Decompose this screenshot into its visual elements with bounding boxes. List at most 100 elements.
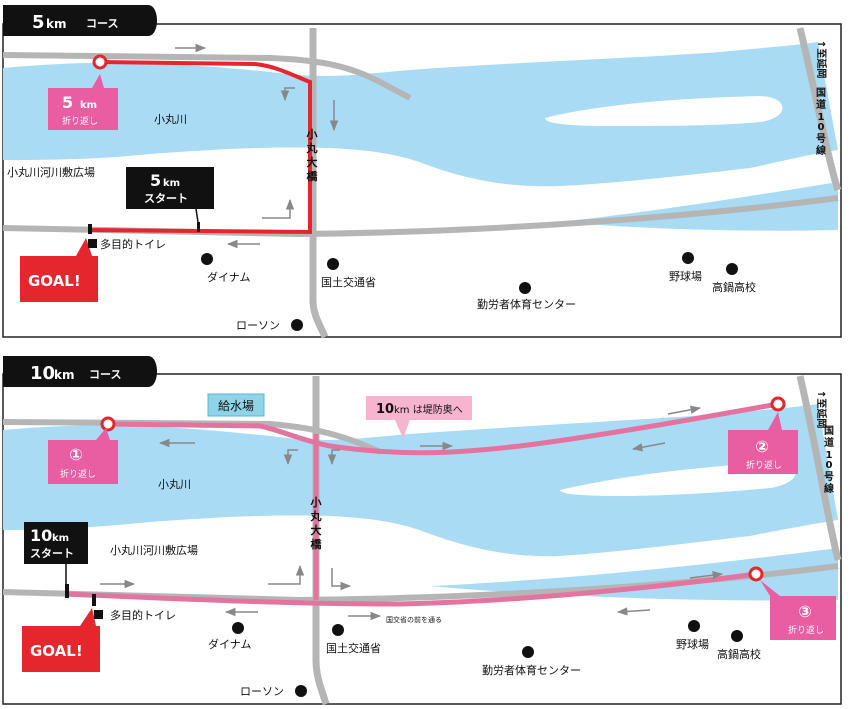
goal-line-5km xyxy=(88,224,92,234)
levee-box-10km xyxy=(366,396,472,420)
river-10km-lower xyxy=(430,548,838,601)
route10-label-10km: 国 道 1 0 号 線 xyxy=(824,425,834,495)
turn2-num-10km: ② xyxy=(755,437,769,456)
turn2-box-10km xyxy=(728,430,798,474)
turn-num-5km: 5 xyxy=(62,93,73,112)
river-5km-inner xyxy=(545,96,783,126)
road-10-10km xyxy=(796,375,842,561)
turn1-point-10km xyxy=(100,416,116,432)
bridge-label-5km: 小 丸 大 橋 xyxy=(306,127,319,183)
svg-text:道: 道 xyxy=(824,436,834,449)
start-num-5km: 5 xyxy=(150,171,161,190)
start-unit-10km: km xyxy=(52,533,69,544)
svg-text:橋: 橋 xyxy=(307,169,319,183)
gym-marker-10km xyxy=(522,646,534,658)
route10a-10km: ↑至延岡 xyxy=(815,390,828,428)
route-5km xyxy=(89,60,312,235)
start-box-10km xyxy=(24,522,88,564)
river-5km xyxy=(3,42,838,187)
goal-box-10km xyxy=(22,626,100,672)
svg-text:国: 国 xyxy=(816,87,826,99)
dynam-marker-5km xyxy=(201,253,213,265)
river-label-5km: 小丸川 xyxy=(154,113,187,126)
bridge-label-10km: 小 丸 大 橋 xyxy=(310,495,323,551)
turn3-box-10km xyxy=(770,596,836,640)
svg-text:国: 国 xyxy=(824,425,834,437)
river-10km xyxy=(3,404,838,557)
gym-10km: 勤労者体育センター xyxy=(482,663,581,677)
start-sub-10km: スタート xyxy=(30,547,74,560)
turn-point-5km xyxy=(92,54,108,70)
turn-sub-5km: 折り返し xyxy=(62,115,98,127)
start-box-5km xyxy=(126,167,214,209)
school-marker-5km xyxy=(726,263,738,275)
turn3-sub-10km: 折り返し xyxy=(788,624,824,636)
title-course-10km: コース xyxy=(89,368,121,381)
water-box-10km xyxy=(207,393,265,417)
mlit-10km: 国土交通省 xyxy=(326,641,381,655)
svg-text:号: 号 xyxy=(816,133,826,145)
svg-text:1: 1 xyxy=(826,450,833,461)
water-10km: 給水場 xyxy=(218,399,254,413)
plaza-label-10km: 小丸川河川敷広場 xyxy=(110,543,198,557)
title-tab-5km xyxy=(3,5,157,36)
svg-text:0: 0 xyxy=(818,122,825,133)
start-unit-5km: km xyxy=(163,178,180,189)
dynam-10km: ダイナム xyxy=(208,637,251,651)
river-label-10km: 小丸川 xyxy=(158,478,191,491)
goal-box-5km xyxy=(20,256,98,302)
levee-num-10km: 10 xyxy=(376,402,394,417)
dynam-marker-10km xyxy=(232,622,244,634)
lawson-10km: ローソン xyxy=(240,685,284,698)
school-10km: 高鍋高校 xyxy=(717,647,761,661)
baseball-10km: 野球場 xyxy=(676,637,709,651)
mlit-marker-10km xyxy=(332,624,344,636)
baseball-5km: 野球場 xyxy=(669,269,702,283)
toilet-icon-5km xyxy=(88,239,97,248)
svg-text:小: 小 xyxy=(310,495,322,509)
dynam-5km: ダイナム xyxy=(207,270,250,284)
title-num-5km: 5 xyxy=(32,12,45,33)
road-bridge-10km xyxy=(312,376,330,705)
baseball-marker-5km xyxy=(682,252,694,264)
svg-text:小: 小 xyxy=(306,127,318,141)
turn-unit-5km: km xyxy=(80,100,97,111)
title-tab-10km xyxy=(3,356,157,387)
school-5km: 高鍋高校 xyxy=(712,280,756,294)
start-line-10km xyxy=(65,584,69,598)
route10-label-5km: 国 道 1 0 号 線 xyxy=(816,87,826,157)
start-line-5km xyxy=(197,222,200,232)
gym-marker-5km xyxy=(519,282,531,294)
lawson-marker-5km xyxy=(291,319,303,331)
road-upper-5km xyxy=(2,52,412,101)
svg-text:丸: 丸 xyxy=(306,141,319,155)
title-unit-5km: km xyxy=(46,17,66,31)
svg-text:橋: 橋 xyxy=(311,537,323,551)
turn1-num-10km: ① xyxy=(69,445,83,464)
svg-text:0: 0 xyxy=(826,460,833,471)
toilet-5km: 多目的トイレ xyxy=(100,237,166,251)
start-num-10km: 10 xyxy=(30,526,52,545)
road-lower-10km xyxy=(2,563,839,604)
svg-text:1: 1 xyxy=(818,112,825,123)
goal-5km: GOAL! xyxy=(28,272,81,290)
goal-10km: GOAL! xyxy=(30,642,83,660)
road-10-5km xyxy=(796,27,842,192)
svg-text:丸: 丸 xyxy=(310,509,323,523)
start-sub-5km: スタート xyxy=(144,192,188,205)
svg-text:線: 線 xyxy=(824,482,834,495)
panel-10km: 10 km コース 給水場 10 km は堤防奥へ ① 折り返し ② 折り返し … xyxy=(2,356,842,705)
toilet-icon-10km xyxy=(94,610,103,619)
turn3-point-10km xyxy=(748,566,764,582)
lawson-5km: ローソン xyxy=(236,319,280,332)
turn-box-5km xyxy=(48,88,118,130)
road-bridge-5km xyxy=(309,28,329,339)
turn2-sub-10km: 折り返し xyxy=(746,459,782,471)
mlit-front-10km: 国交省の前を通る xyxy=(386,615,442,624)
road-upper-10km xyxy=(2,419,382,455)
baseball-marker-10km xyxy=(688,620,700,632)
gym-5km: 勤労者体育センター xyxy=(477,297,576,311)
road-lower-5km xyxy=(2,195,839,238)
school-marker-10km xyxy=(731,630,743,642)
turn1-box-10km xyxy=(48,440,118,484)
